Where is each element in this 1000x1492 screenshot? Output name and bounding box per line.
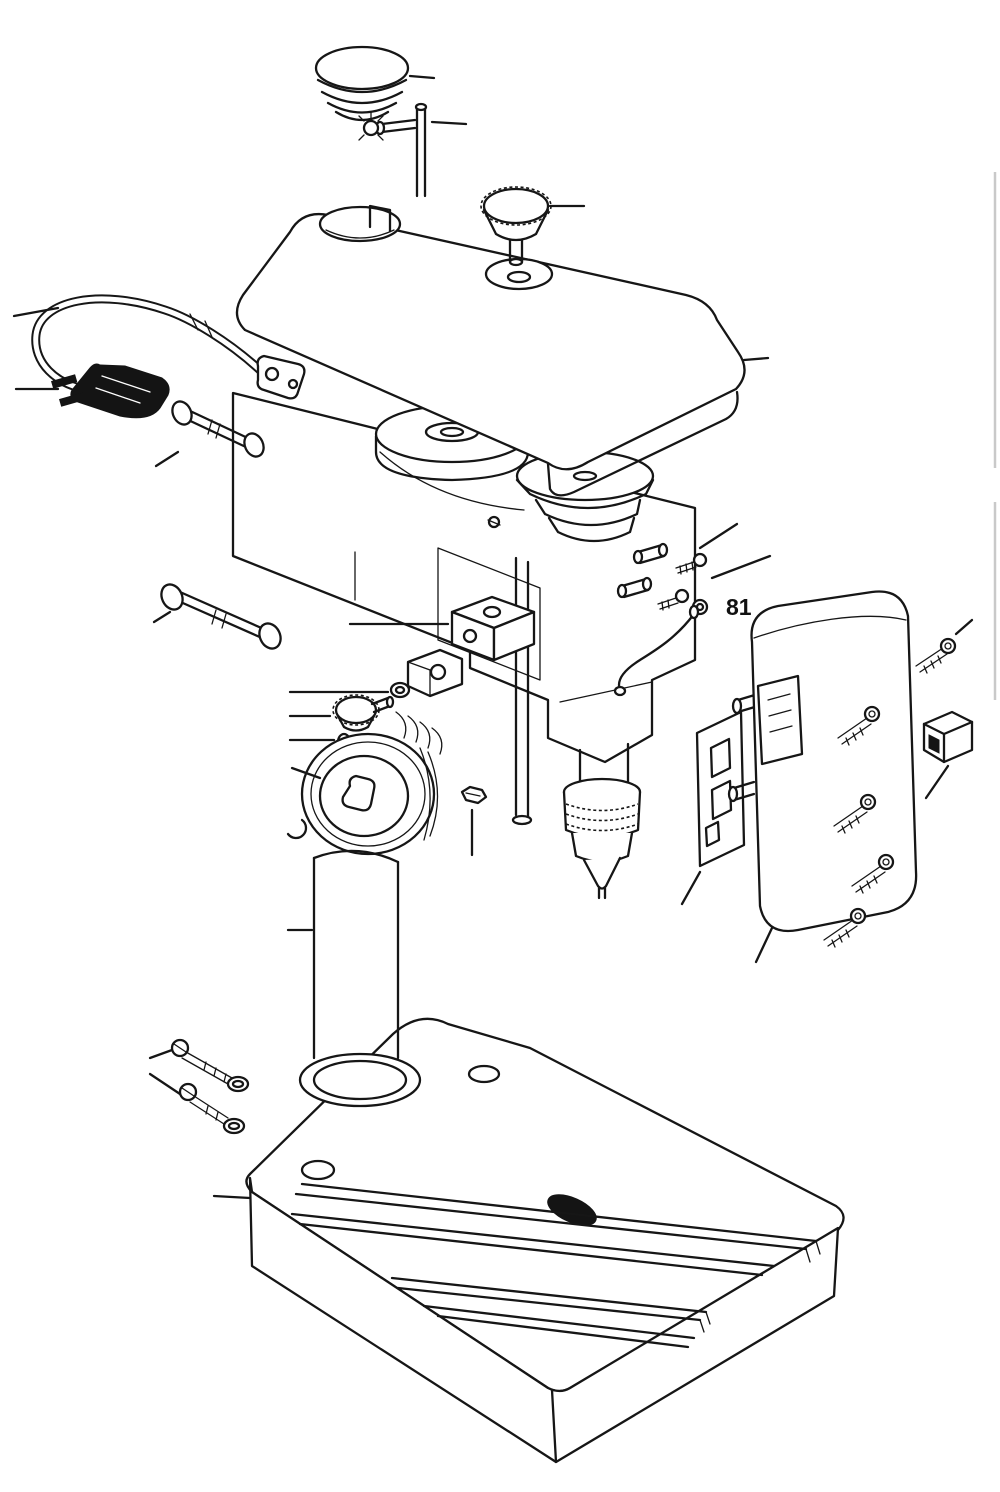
hex-nut xyxy=(460,785,488,857)
feed-handle-upper xyxy=(154,400,265,468)
belt-cover xyxy=(235,204,770,497)
depth-rod xyxy=(511,556,533,826)
base-bolts xyxy=(148,1038,250,1135)
column-boss-and-holes xyxy=(298,1052,597,1226)
power-switch xyxy=(922,710,974,800)
drill-chuck xyxy=(562,742,642,900)
motor-mount-plate xyxy=(680,710,746,906)
knurled-thumbscrew xyxy=(288,694,395,732)
screw xyxy=(823,907,867,948)
motor xyxy=(727,590,918,964)
feed-handle-lower xyxy=(152,583,282,650)
retaining-pin xyxy=(358,102,468,198)
head-fasteners-and-callout: 81 xyxy=(613,522,772,697)
motor-screws xyxy=(823,618,974,948)
clamp-block xyxy=(288,648,464,699)
bolt xyxy=(178,1082,246,1135)
top-cap-plug xyxy=(314,45,436,122)
base-t-slots xyxy=(212,1182,821,1349)
column xyxy=(286,849,400,1060)
screw xyxy=(833,793,877,834)
screw xyxy=(915,618,974,674)
power-cord-and-plug xyxy=(12,294,267,419)
belt-pulley-wheel xyxy=(286,732,439,856)
depth-stop-bracket xyxy=(348,595,536,662)
bolt xyxy=(170,1038,250,1093)
base xyxy=(245,1017,845,1464)
screw xyxy=(851,853,895,894)
knurled-knob xyxy=(480,186,586,267)
screw xyxy=(837,705,881,746)
part-label-81: 81 xyxy=(726,594,752,620)
